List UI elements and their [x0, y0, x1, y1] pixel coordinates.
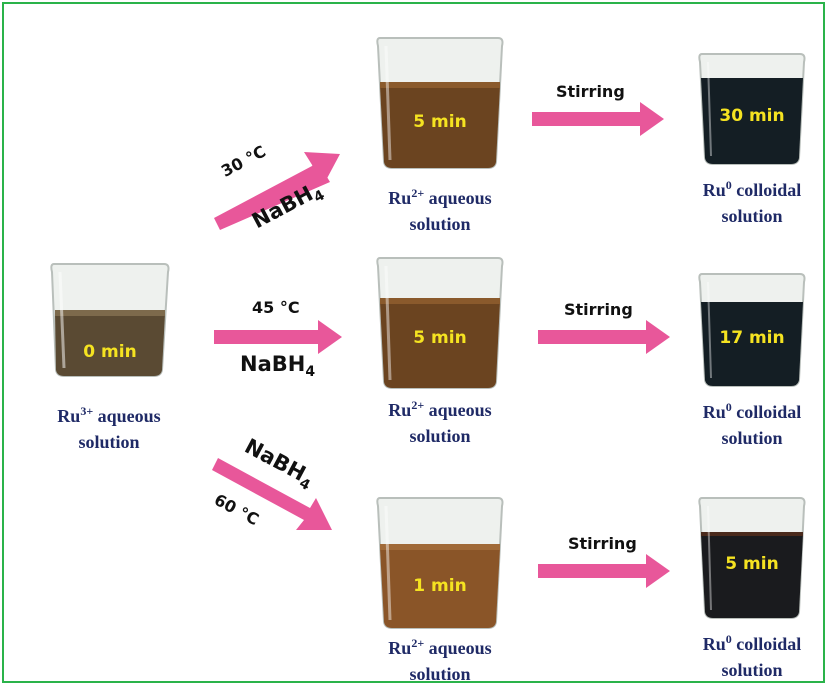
start-caption: Ru3+ aqueous solution — [14, 404, 204, 454]
route-2-final-line2: solution — [721, 428, 783, 448]
route-2-reagent: NaBH4 — [240, 352, 315, 380]
route-3-final-rest: colloidal — [731, 634, 802, 654]
route-3-mid-rest: aqueous — [424, 638, 492, 658]
route-2-mid-ion: Ru — [388, 400, 412, 420]
route-2-mid-rest: aqueous — [424, 400, 492, 420]
arrow-route-3 — [210, 452, 340, 542]
route-2-final-charge: 0 — [725, 400, 732, 414]
beaker-route-1-mid-time: 5 min — [413, 112, 467, 132]
route-2-final-ion: Ru — [702, 402, 726, 422]
route-2-mid-charge: 2+ — [411, 398, 425, 412]
route-1-final-line2: solution — [721, 206, 783, 226]
route-2-reagent-sub: 4 — [305, 364, 316, 380]
route-1-final-charge: 0 — [725, 178, 732, 192]
route-2-mid-caption: Ru2+ aqueous solution — [360, 398, 520, 448]
start-rest: aqueous — [93, 406, 161, 426]
arrow-route-1-stir — [532, 102, 666, 136]
route-3-mid-charge: 2+ — [411, 636, 425, 650]
route-3-final-charge: 0 — [725, 632, 732, 646]
start-line2: solution — [78, 432, 140, 452]
route-3-mid-ion: Ru — [388, 638, 412, 658]
beaker-route-1-mid: 5 min — [374, 32, 506, 172]
arrow-route-2 — [214, 320, 344, 354]
beaker-route-2-mid-time: 5 min — [413, 328, 467, 348]
route-1-mid-rest: aqueous — [424, 188, 492, 208]
route-2-final-rest: colloidal — [731, 402, 802, 422]
route-1-mid-ion: Ru — [388, 188, 412, 208]
route-3-mid-caption: Ru2+ aqueous solution — [360, 636, 520, 686]
start-charge: 3+ — [80, 404, 94, 418]
route-1-step-label: Stirring — [556, 82, 625, 101]
beaker-route-3-mid-time: 1 min — [413, 576, 467, 596]
beaker-start: 0 min — [46, 258, 174, 380]
route-3-step-label: Stirring — [568, 534, 637, 553]
route-3-mid-line2: solution — [409, 664, 471, 684]
beaker-route-2-final: 17 min — [696, 268, 808, 390]
arrow-route-3-stir — [538, 554, 672, 588]
route-3-final-ion: Ru — [702, 634, 726, 654]
route-1-final-caption: Ru0 colloidal solution — [672, 178, 829, 228]
arrow-route-1 — [208, 144, 348, 234]
beaker-route-1-final-time: 30 min — [719, 106, 785, 126]
arrow-route-2-stir — [538, 320, 672, 354]
route-1-mid-line2: solution — [409, 214, 471, 234]
start-ion: Ru — [57, 406, 81, 426]
route-2-temp: 45 °C — [252, 298, 300, 317]
route-1-final-rest: colloidal — [731, 180, 802, 200]
beaker-start-time: 0 min — [83, 342, 137, 362]
route-1-mid-charge: 2+ — [411, 186, 425, 200]
beaker-route-3-mid: 1 min — [374, 492, 506, 632]
beaker-route-2-final-time: 17 min — [719, 328, 785, 348]
route-1-final-ion: Ru — [702, 180, 726, 200]
route-3-final-line2: solution — [721, 660, 783, 680]
route-3-final-caption: Ru0 colloidal solution — [672, 632, 829, 682]
beaker-route-2-mid: 5 min — [374, 252, 506, 392]
route-2-final-caption: Ru0 colloidal solution — [672, 400, 829, 450]
route-2-mid-line2: solution — [409, 426, 471, 446]
beaker-route-1-final: 30 min — [696, 48, 808, 168]
beaker-route-3-final-time: 5 min — [725, 554, 779, 574]
route-1-mid-caption: Ru2+ aqueous solution — [360, 186, 520, 236]
beaker-route-3-final: 5 min — [696, 492, 808, 622]
route-2-reagent-main: NaBH — [240, 352, 306, 376]
route-2-step-label: Stirring — [564, 300, 633, 319]
